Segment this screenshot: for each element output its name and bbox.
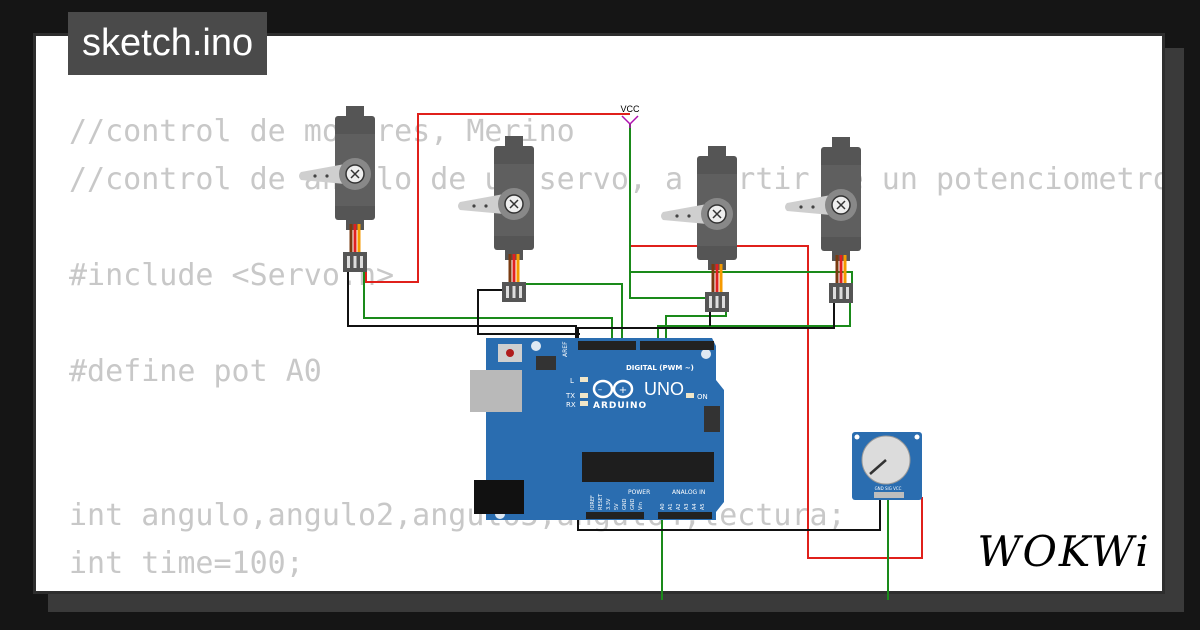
svg-text:+: +	[619, 385, 627, 396]
pin-vin: Vin	[638, 502, 644, 510]
analog-label: ANALOG IN	[672, 489, 705, 496]
pin-a4: A4	[692, 503, 698, 510]
servo-1[interactable]	[297, 104, 377, 274]
pin-a0: A0	[660, 503, 666, 510]
wokwi-logo-icon: WOKWi	[977, 527, 1150, 576]
potentiometer[interactable]: GND SIG VCC	[852, 432, 922, 500]
pin-a2: A2	[676, 503, 682, 510]
sketch-title: sketch.ino	[68, 12, 268, 75]
pin-a1: A1	[668, 503, 674, 510]
code-line: #define pot A0	[69, 354, 322, 389]
code-line: #include <Servo.h>	[69, 258, 395, 293]
svg-text:WOKWi: WOKWi	[977, 527, 1150, 576]
vcc-label: VCC	[620, 104, 640, 114]
atmega-chip	[582, 452, 714, 482]
pin-a3: A3	[684, 503, 690, 510]
servo-2[interactable]	[456, 134, 536, 304]
led-tx-label: TX	[565, 392, 575, 400]
led-l-label: L	[570, 377, 574, 385]
pin-gnd-2: GND	[630, 498, 636, 510]
vcc-marker: VCC	[620, 104, 640, 128]
board-model: UNO	[644, 379, 684, 399]
power-label: POWER	[628, 489, 650, 496]
pin-reset: RESET	[598, 493, 604, 510]
board-brand: ARDUINO	[593, 401, 647, 411]
code-line: //control de angulo de un servo, a parti…	[69, 162, 1165, 197]
code-line: int time=100;	[69, 546, 304, 581]
on-label: ON	[697, 393, 708, 401]
aref-label: AREF	[562, 341, 569, 357]
power-jack	[474, 480, 524, 514]
pot-pin-labels: GND SIG VCC	[875, 486, 902, 491]
pin-ioref: IOREF	[590, 495, 596, 510]
servo-3[interactable]	[659, 144, 739, 314]
arduino-logo-icon: – +	[592, 379, 634, 399]
servo-4[interactable]	[783, 135, 863, 305]
led-rx-label: RX	[566, 401, 576, 409]
pin-5v: 5V	[614, 503, 620, 510]
arduino-uno-board[interactable]: AREF DIGITAL (PWM ~) L TX RX – + UNO ARD…	[470, 338, 724, 520]
pin-a5: A5	[700, 503, 706, 510]
usb-port	[470, 370, 522, 412]
pin-3v3: 3.3V	[606, 498, 612, 510]
pin-gnd-1: GND	[622, 498, 628, 510]
digital-label: DIGITAL (PWM ~)	[626, 364, 694, 372]
svg-text:–: –	[598, 385, 603, 395]
